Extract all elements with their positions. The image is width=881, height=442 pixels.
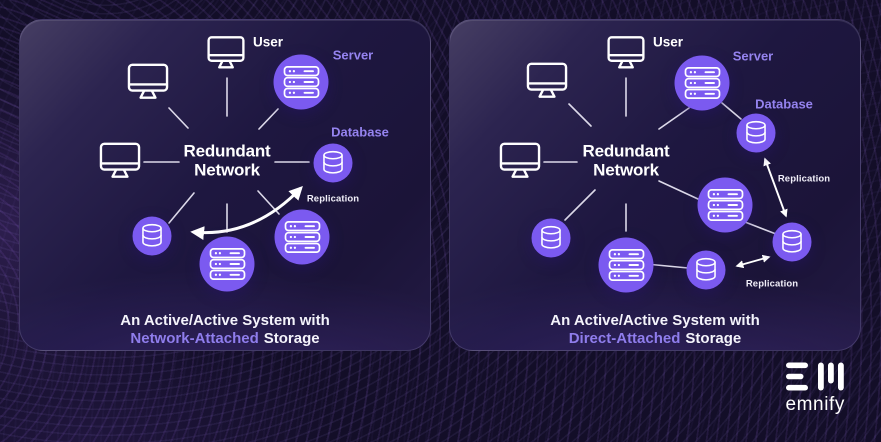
caption-highlight: Network-Attached [130, 329, 259, 347]
replication-arrow-vertical [763, 157, 788, 218]
server-rack-icon [707, 189, 743, 221]
server-rack-icon [684, 67, 720, 99]
panel-direct-attached: Redundant Network User Server Database R… [449, 19, 861, 351]
connection-lines [143, 77, 310, 240]
database-node [736, 113, 776, 153]
hub-label: Redundant Network [183, 141, 271, 180]
monitor-icon [99, 142, 141, 178]
database-node [686, 250, 726, 290]
database-cylinder-icon [696, 257, 716, 281]
replication-label: Replication [745, 278, 799, 290]
caption-suffix: Storage [685, 329, 742, 347]
server-rack-icon [283, 66, 319, 98]
server-label: Server [332, 47, 374, 63]
database-label: Database [755, 96, 813, 112]
database-cylinder-icon [323, 150, 343, 174]
server-rack-icon [608, 249, 644, 281]
user-label: User [652, 34, 684, 50]
brand-name: emnify [785, 394, 845, 415]
replication-label: Replication [306, 193, 360, 205]
client-monitor-node [98, 141, 142, 181]
brand-block: emnify [785, 362, 845, 416]
panel-network-attached: Redundant Network User Server Database R… [19, 19, 431, 351]
monitor-icon [207, 36, 245, 69]
user-monitor-node [606, 35, 646, 72]
database-node [531, 218, 571, 258]
caption-suffix: Storage [263, 329, 320, 347]
database-cylinder-icon [541, 225, 561, 249]
user-label: User [252, 34, 284, 50]
database-node [313, 143, 353, 183]
monitor-icon [499, 142, 541, 178]
database-cylinder-icon [746, 120, 766, 144]
server-label: Server [732, 48, 774, 64]
server-rack-icon [284, 221, 320, 253]
database-node [772, 222, 812, 262]
monitor-icon [607, 36, 645, 69]
database-cylinder-icon [142, 223, 162, 247]
user-monitor-node [206, 35, 246, 72]
server-node [273, 54, 329, 110]
panel-caption: An Active/Active System with Network-Att… [20, 312, 430, 347]
monitor-icon [127, 63, 169, 99]
client-monitor-node [525, 61, 569, 101]
database-label: Database [331, 124, 389, 140]
server-rack-icon [209, 248, 245, 280]
emnify-logo-icon [786, 362, 845, 391]
panel-caption: An Active/Active System with Direct-Atta… [450, 312, 860, 347]
hub-label: Redundant Network [582, 141, 670, 180]
caption-line1: An Active/Active System with [120, 312, 330, 329]
database-cylinder-icon [782, 229, 802, 253]
caption-line1: An Active/Active System with [550, 312, 760, 329]
replication-arrow-horizontal [735, 254, 771, 269]
connection-lines [543, 77, 788, 269]
replication-curved-arrow [190, 186, 303, 240]
server-node [199, 236, 255, 292]
server-node [674, 55, 730, 111]
client-monitor-node [126, 62, 170, 102]
database-node [132, 216, 172, 256]
caption-highlight: Direct-Attached [568, 329, 681, 347]
server-node [274, 209, 330, 265]
replication-label: Replication [777, 173, 831, 185]
monitor-icon [526, 62, 568, 98]
server-node [598, 237, 654, 293]
client-monitor-node [498, 141, 542, 181]
server-node [697, 177, 753, 233]
